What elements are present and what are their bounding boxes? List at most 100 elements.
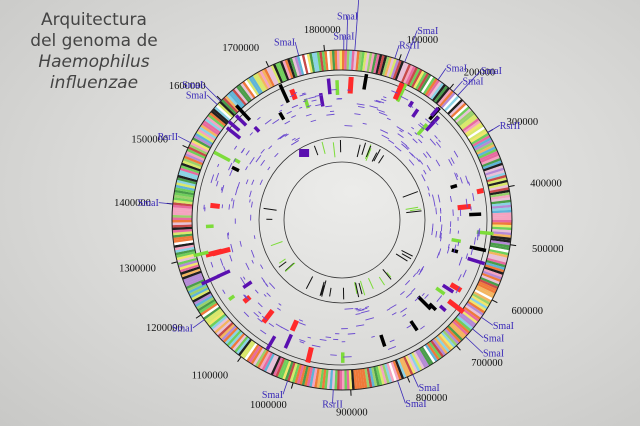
annotation-tick — [222, 289, 226, 294]
annotation-tick — [374, 100, 381, 103]
gene-segment — [183, 155, 204, 166]
annotation-tick — [279, 109, 283, 113]
gene-segment — [457, 112, 475, 127]
gene-segment — [210, 315, 228, 330]
gene-segment — [471, 293, 491, 305]
gene-segment — [418, 347, 432, 366]
gene-segment — [481, 157, 502, 168]
annotation-tick — [420, 325, 425, 330]
gene-segment — [248, 76, 262, 95]
gene-segment — [175, 251, 196, 258]
gene-segment — [489, 187, 510, 194]
gene-segment — [435, 335, 450, 353]
annotation-tick — [220, 258, 224, 266]
gene-segment — [491, 231, 512, 236]
inner-tick — [365, 148, 372, 161]
annotation-tick — [418, 268, 424, 276]
annotation-tick — [396, 126, 405, 132]
feature-marker — [235, 104, 252, 122]
annotation-tick — [310, 119, 317, 123]
gene-segment — [417, 72, 430, 92]
feature-marker — [213, 150, 231, 163]
gene-segment — [464, 122, 483, 136]
scale-tick — [216, 95, 222, 101]
annotation-tick — [391, 312, 397, 316]
annotation-tick — [399, 129, 403, 133]
gene-segment — [172, 204, 193, 209]
gene-segment — [489, 242, 511, 248]
feature-marker — [428, 302, 438, 312]
gene-segment — [409, 67, 421, 87]
annotation-tick — [250, 249, 255, 258]
inner-circle — [258, 136, 426, 304]
scale-tick — [290, 382, 294, 389]
annotation-tick — [299, 93, 307, 97]
gene-segment — [381, 363, 390, 384]
gene-segment — [232, 334, 247, 352]
annotation-tick — [416, 157, 420, 163]
gene-segment — [172, 214, 193, 218]
annotation-tick — [402, 313, 407, 317]
annotation-tick — [245, 150, 250, 156]
position-label: 400000 — [530, 178, 562, 189]
restriction-site-leader — [437, 68, 447, 81]
gene-segment — [212, 316, 230, 332]
annotation-tick — [308, 96, 317, 99]
gene-segment — [291, 56, 300, 77]
annotation-tick — [298, 322, 306, 326]
annotation-tick — [259, 179, 263, 185]
gene-segment — [244, 342, 258, 361]
gene-segment — [172, 202, 193, 207]
annotation-tick — [251, 259, 254, 264]
position-label: 100000 — [407, 35, 439, 46]
gene-segment — [230, 90, 246, 108]
gene-segment — [491, 233, 512, 238]
gene-segment — [459, 311, 477, 326]
feature-marker — [451, 248, 459, 254]
gene-segment — [244, 79, 258, 98]
annotation-tick — [231, 198, 233, 202]
feature-marker — [216, 269, 231, 279]
gene-segment — [488, 184, 509, 192]
gene-segment — [418, 74, 432, 93]
annotation-tick — [465, 198, 468, 208]
annotation-tick — [245, 179, 249, 185]
gene-segment — [232, 88, 247, 106]
gene-segment — [316, 368, 322, 389]
gene-segment — [437, 334, 452, 352]
restriction-site-label: RsrII — [399, 41, 420, 52]
feature-marker — [261, 308, 275, 324]
gene-segment — [386, 57, 395, 78]
gene-segment — [321, 50, 327, 72]
annotation-tick — [419, 122, 424, 127]
gene-segment — [440, 91, 456, 109]
annotation-tick — [286, 110, 292, 115]
annotation-tick — [376, 109, 385, 113]
annotation-tick — [250, 201, 253, 208]
gene-segment — [396, 61, 407, 82]
gene-segment — [489, 244, 510, 251]
scale-tick — [237, 356, 242, 362]
gene-segment — [491, 226, 512, 231]
annotation-tick — [378, 111, 388, 116]
restriction-site-leader — [453, 80, 463, 92]
gene-segment — [299, 54, 307, 75]
annotation-tick — [257, 116, 261, 120]
gene-segment — [201, 122, 220, 136]
gene-segment — [377, 54, 385, 75]
gene-segment — [204, 308, 222, 322]
gene-segment — [450, 322, 467, 338]
gene-segment — [331, 50, 336, 71]
feature-marker — [467, 256, 486, 266]
gene-segment — [180, 266, 201, 275]
annotation-tick — [215, 172, 220, 182]
inner-tick — [368, 277, 374, 289]
annotation-tick — [462, 269, 467, 278]
gene-segment — [187, 146, 207, 157]
scale-tick — [182, 144, 189, 149]
annotation-tick — [245, 166, 248, 171]
annotation-tick — [408, 159, 415, 166]
inner-tick — [279, 258, 286, 264]
gene-segment — [420, 346, 434, 365]
